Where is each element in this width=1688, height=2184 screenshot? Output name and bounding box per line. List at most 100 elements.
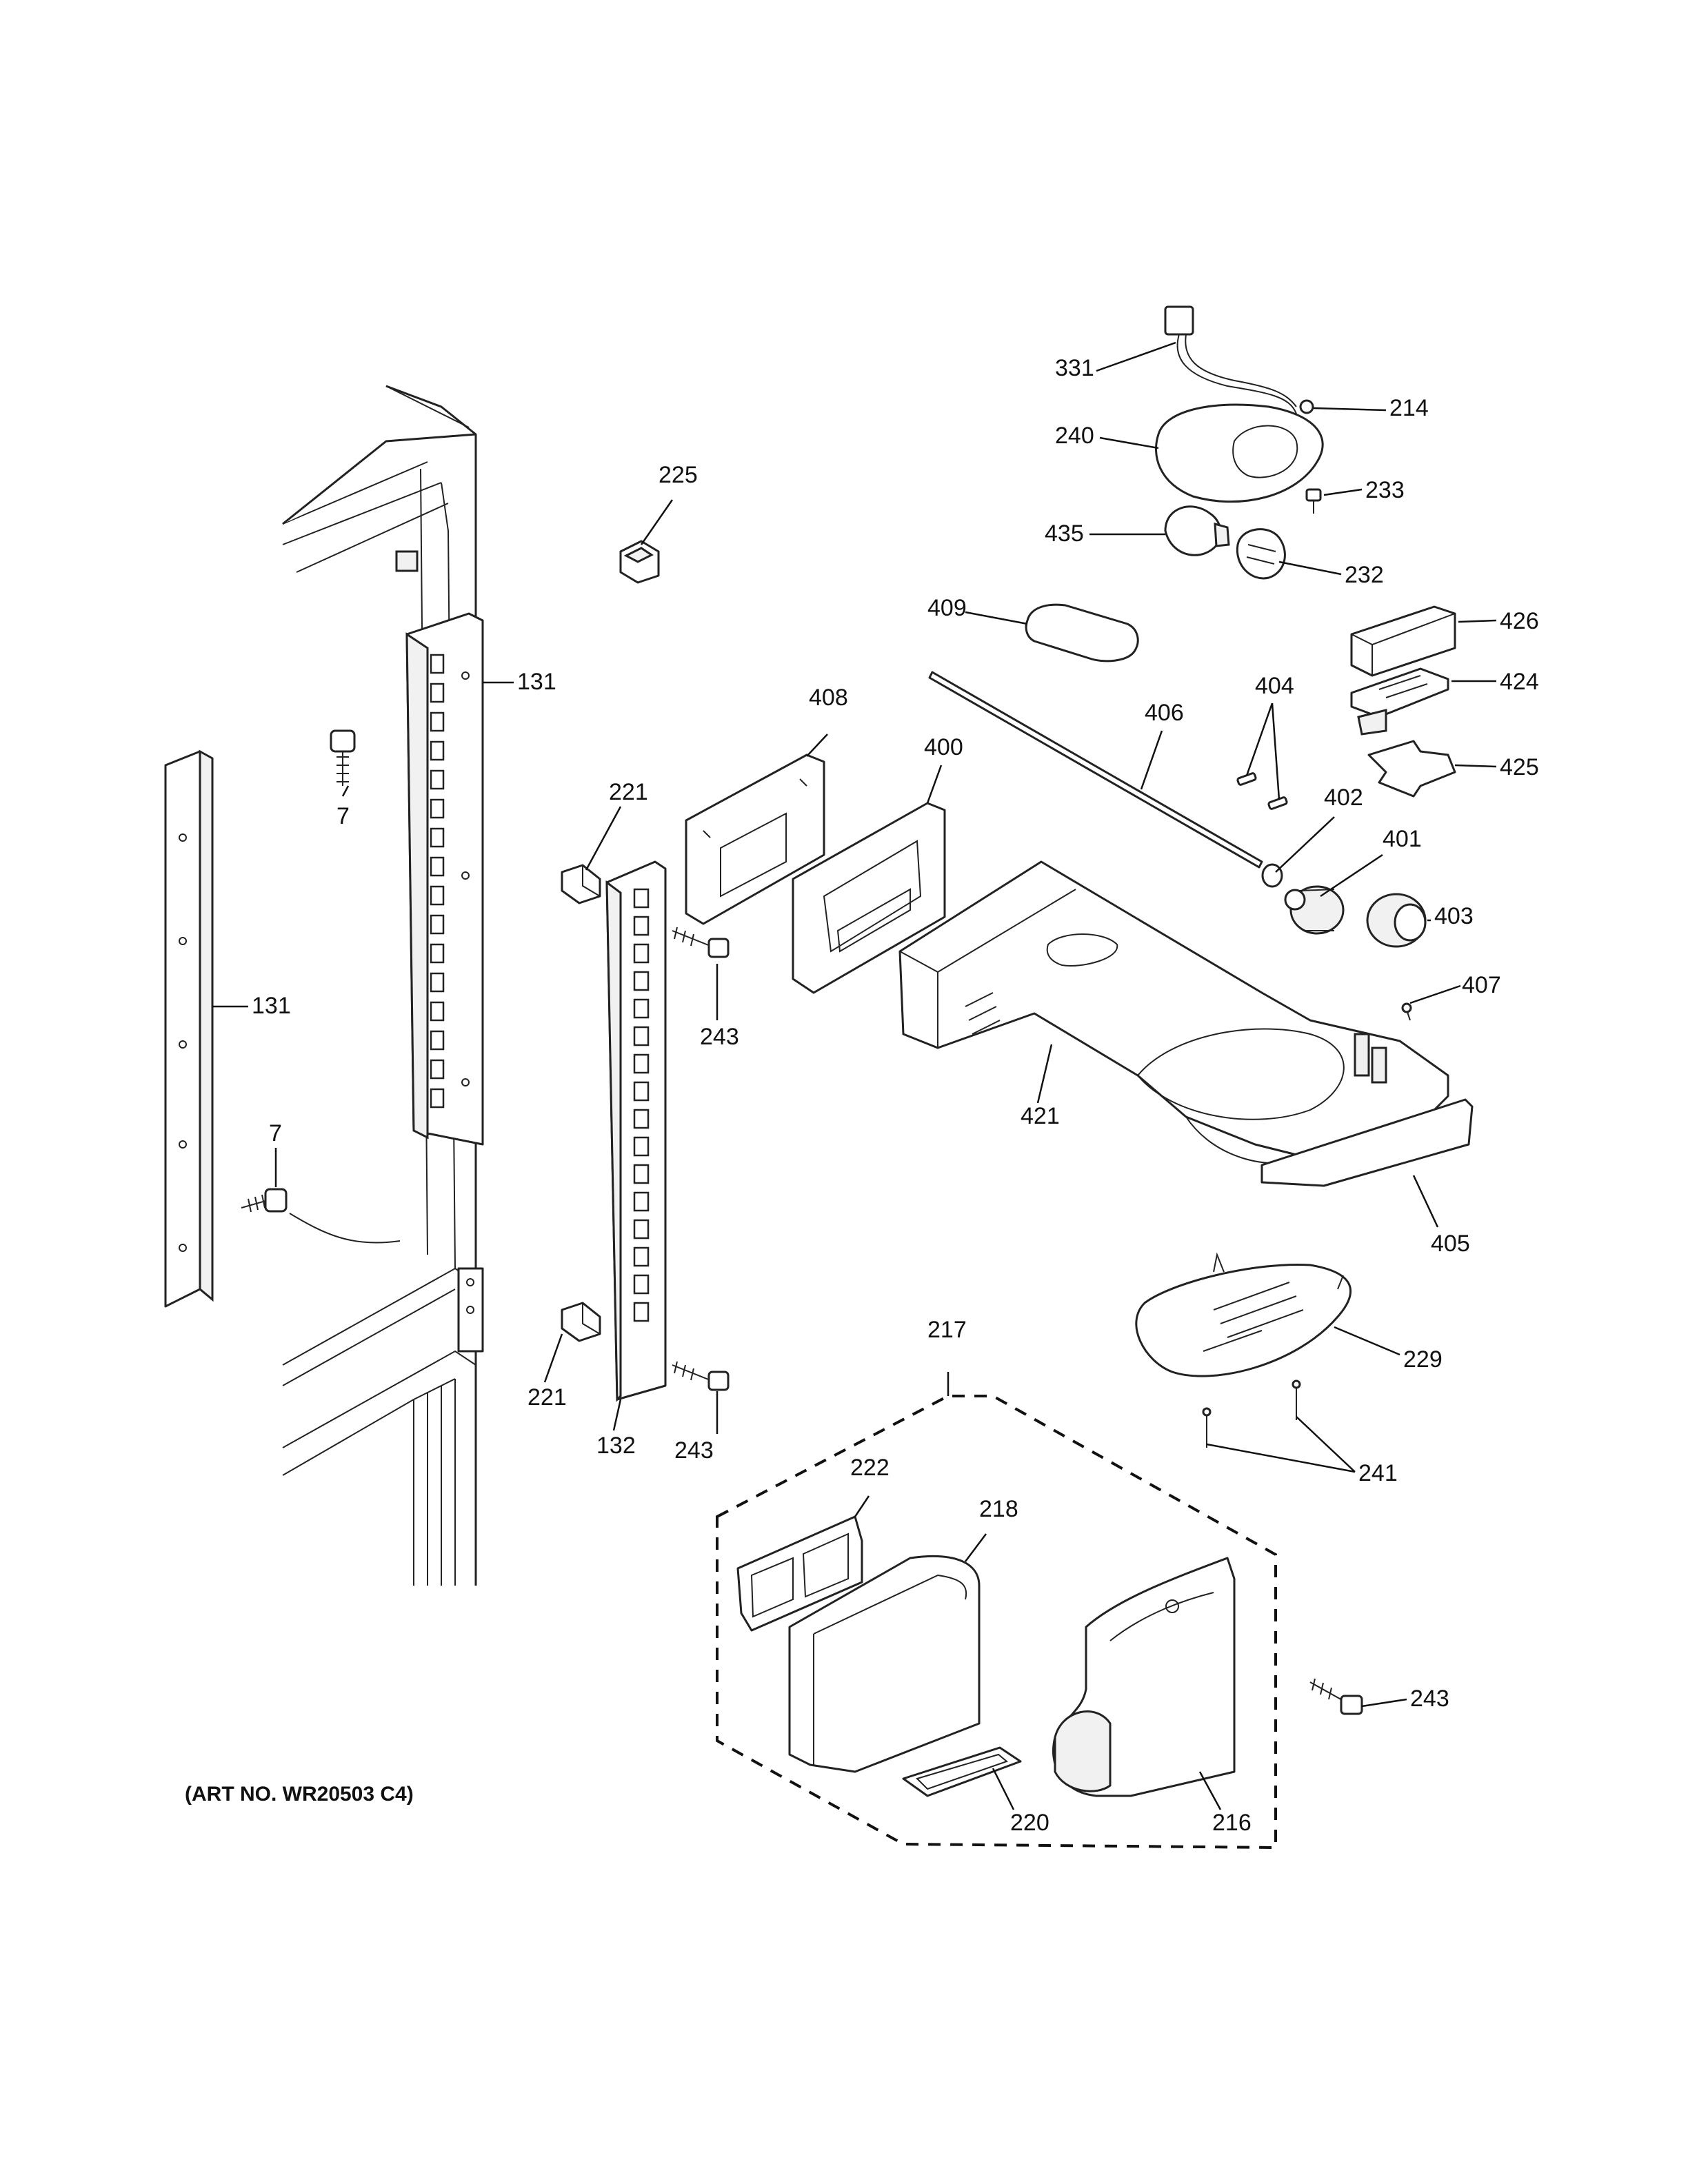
callout-425: 425 bbox=[1500, 754, 1539, 780]
callout-403: 403 bbox=[1434, 903, 1474, 929]
rail-slot bbox=[430, 1088, 445, 1109]
drip-tray-229 bbox=[1135, 1252, 1352, 1377]
trim-405 bbox=[1260, 1098, 1474, 1187]
callout-225: 225 bbox=[659, 462, 698, 488]
callout-labels: 331 214 240 233 225 435 232 409 426 131 … bbox=[252, 355, 1539, 1836]
callout-221-lower: 221 bbox=[528, 1384, 567, 1410]
cover-426 bbox=[1350, 605, 1456, 677]
rail-slot bbox=[430, 654, 445, 674]
callout-243-lower: 243 bbox=[1410, 1686, 1449, 1712]
rail-slot bbox=[430, 827, 445, 848]
screw-243-middle bbox=[672, 1361, 730, 1391]
rail-slot bbox=[430, 769, 445, 790]
rail-slot bbox=[430, 943, 445, 964]
rail-slot bbox=[633, 1302, 650, 1322]
callout-402: 402 bbox=[1324, 785, 1363, 811]
knob-403 bbox=[1366, 893, 1427, 948]
light-housing-240 bbox=[1155, 403, 1324, 503]
rail-slot bbox=[633, 998, 650, 1019]
rail-slot bbox=[633, 1246, 650, 1267]
gasket-220 bbox=[902, 1746, 1022, 1797]
callout-409: 409 bbox=[927, 595, 967, 621]
bulb-435 bbox=[1164, 505, 1230, 556]
callout-7-lower: 7 bbox=[269, 1120, 282, 1146]
callout-241: 241 bbox=[1358, 1460, 1398, 1486]
rail-slot bbox=[430, 682, 445, 703]
rail-132 bbox=[605, 860, 667, 1402]
pad-409 bbox=[1025, 603, 1139, 663]
rail-slot bbox=[633, 1191, 650, 1212]
pins-404 bbox=[1236, 772, 1288, 810]
callout-240: 240 bbox=[1055, 423, 1094, 449]
rail-slot bbox=[430, 914, 445, 935]
kit-217-outline bbox=[716, 1395, 1277, 1850]
knob-401 bbox=[1284, 885, 1345, 935]
rail-slot bbox=[430, 798, 445, 819]
callout-401: 401 bbox=[1383, 826, 1422, 852]
callout-131-upper: 131 bbox=[517, 669, 556, 695]
panel-408 bbox=[685, 754, 825, 925]
rail-slot bbox=[633, 1081, 650, 1102]
callout-7-upper: 7 bbox=[336, 803, 350, 829]
rail-slot bbox=[633, 1164, 650, 1184]
screw-7-lower bbox=[241, 1188, 288, 1213]
dispenser-housing-421 bbox=[898, 860, 1449, 1164]
harness-331 bbox=[1164, 305, 1297, 414]
callout-408: 408 bbox=[809, 685, 848, 711]
rail-slot bbox=[633, 1053, 650, 1074]
rail-slot bbox=[633, 1274, 650, 1295]
rail-slot bbox=[430, 1030, 445, 1051]
rail-slot bbox=[430, 885, 445, 906]
screw-7-upper bbox=[330, 729, 356, 786]
callout-435: 435 bbox=[1045, 520, 1084, 547]
rail-slot bbox=[430, 1001, 445, 1022]
insulator-425 bbox=[1367, 740, 1456, 798]
callout-229: 229 bbox=[1403, 1346, 1443, 1373]
rail-slot bbox=[633, 916, 650, 936]
screws-241 bbox=[1202, 1379, 1301, 1448]
rail-slot bbox=[633, 943, 650, 964]
rail-slot bbox=[430, 740, 445, 761]
callout-405: 405 bbox=[1431, 1231, 1470, 1257]
callout-424: 424 bbox=[1500, 669, 1539, 695]
rail-slot bbox=[430, 1059, 445, 1080]
callout-331: 331 bbox=[1055, 355, 1094, 381]
callout-132: 132 bbox=[596, 1433, 636, 1459]
rail-slot bbox=[430, 711, 445, 732]
rail-slot bbox=[633, 888, 650, 909]
rail-131-right bbox=[405, 612, 484, 1146]
nut-214 bbox=[1299, 399, 1314, 414]
callout-222: 222 bbox=[850, 1455, 890, 1481]
screw-243-lower bbox=[1309, 1678, 1363, 1715]
control-board-424 bbox=[1350, 667, 1449, 736]
callout-243-middle: 243 bbox=[674, 1437, 714, 1464]
callout-426: 426 bbox=[1500, 608, 1539, 634]
rail-slot bbox=[633, 1026, 650, 1046]
art-number: (ART NO. WR20503 C4) bbox=[185, 1783, 414, 1806]
leader-lines bbox=[212, 341, 1497, 1810]
callout-243-upper: 243 bbox=[700, 1024, 739, 1050]
rail-slot bbox=[633, 1109, 650, 1129]
callout-404: 404 bbox=[1255, 673, 1294, 699]
callout-421: 421 bbox=[1021, 1103, 1060, 1129]
rail-slot bbox=[430, 856, 445, 877]
rail-slot bbox=[430, 972, 445, 993]
screw-407 bbox=[1401, 1002, 1412, 1021]
callout-400: 400 bbox=[924, 734, 963, 760]
callout-218: 218 bbox=[979, 1496, 1018, 1522]
callout-214: 214 bbox=[1389, 395, 1429, 421]
rail-131-left bbox=[164, 749, 214, 1308]
callout-217: 217 bbox=[927, 1317, 967, 1343]
cover-218 bbox=[788, 1555, 981, 1773]
rail-slot bbox=[633, 1219, 650, 1240]
cover-216 bbox=[1052, 1557, 1236, 1797]
rod-406 bbox=[928, 671, 1263, 869]
screw-243-upper bbox=[672, 927, 730, 958]
callout-221-upper: 221 bbox=[609, 779, 648, 805]
callout-232: 232 bbox=[1345, 562, 1384, 588]
screw-233 bbox=[1305, 488, 1322, 514]
switch-225 bbox=[619, 540, 660, 584]
callout-131-lower: 131 bbox=[252, 993, 291, 1019]
rail-slot bbox=[633, 1136, 650, 1157]
